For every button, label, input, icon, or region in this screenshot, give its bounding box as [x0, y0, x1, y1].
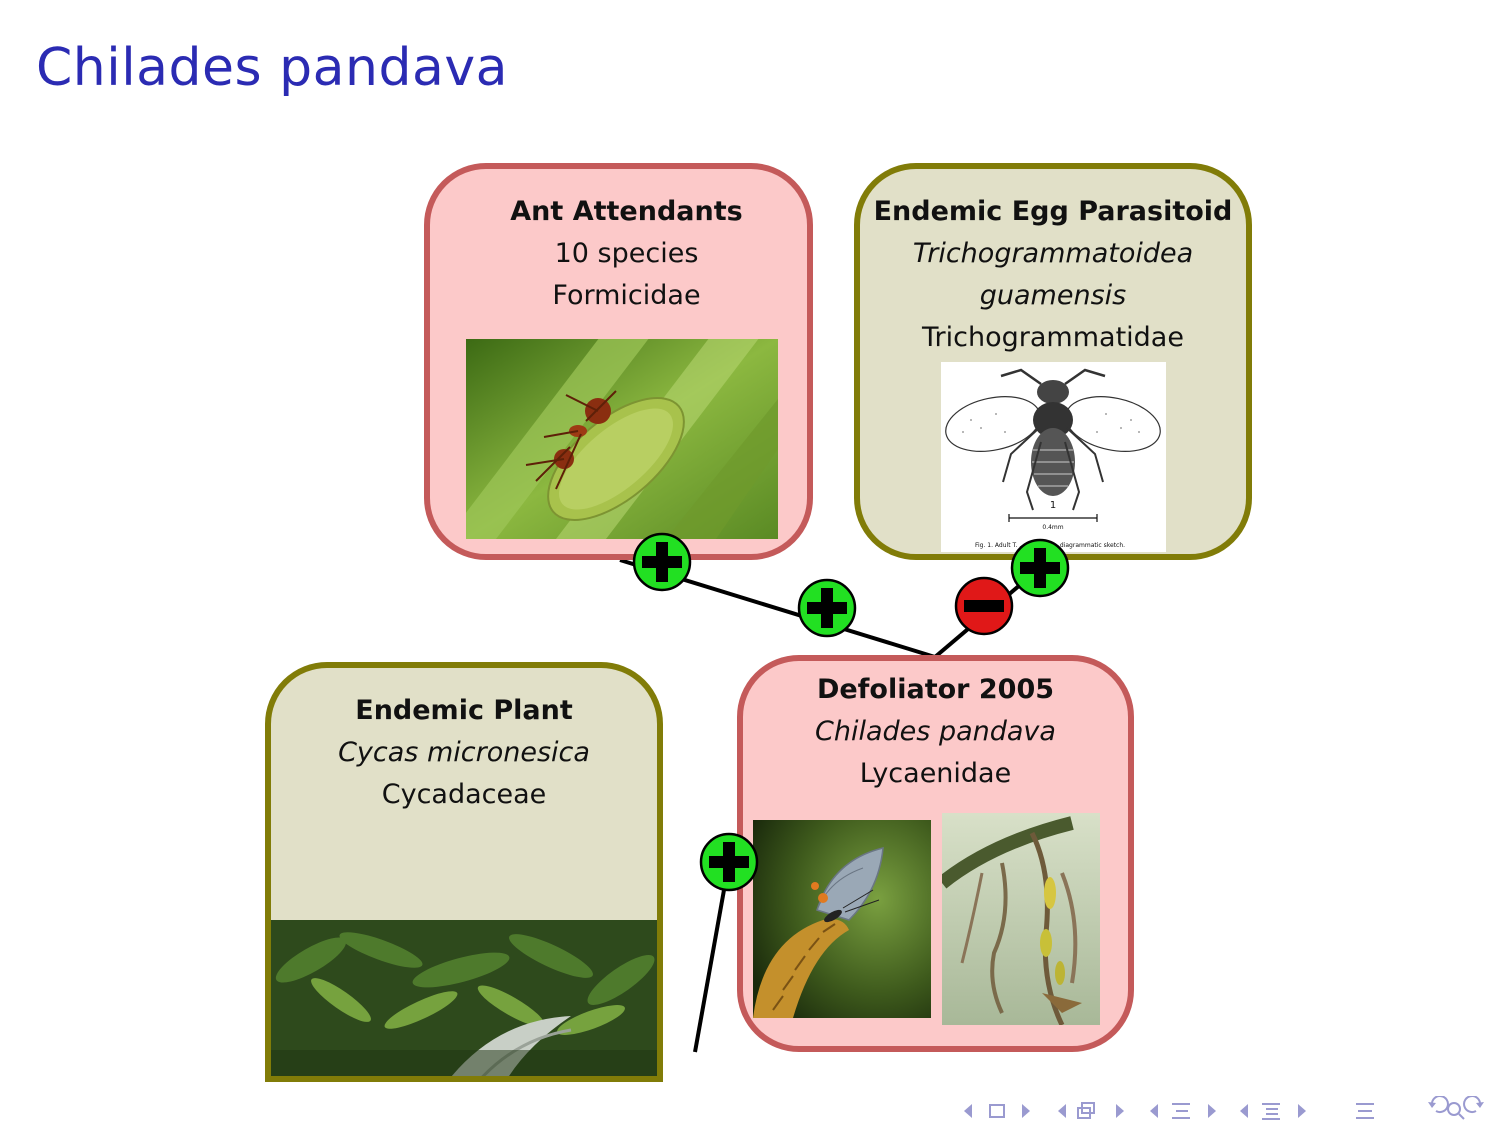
larvae-photo: [942, 813, 1100, 1025]
defoliator-binomial: Chilades pandava: [815, 716, 1056, 747]
nav-right-arrow-icon[interactable]: [1022, 1104, 1030, 1118]
defoliator-family: Lycaenidae: [859, 758, 1012, 789]
figure-caption: Fig. 1. Adult T. ... female, Q, diagramm…: [975, 542, 1125, 549]
nav-left-arrow-icon[interactable]: [964, 1104, 972, 1118]
plant-heading: Endemic Plant: [355, 695, 573, 726]
parasitoid-family: Trichogrammatidae: [922, 322, 1184, 353]
parasitoid-species: guamensis: [979, 280, 1127, 311]
svg-text:+: +: [0, 0, 1, 1]
egg-parasitoid-node: Endemic Egg Parasitoid Trichogrammatoide…: [854, 163, 1252, 560]
beamer-navigation: [960, 1095, 1500, 1126]
plant-text: Endemic Plant Cycas micronesica Cycadace…: [271, 690, 657, 816]
ant-family: Formicidae: [552, 280, 701, 311]
nav-right-arrow-icon[interactable]: [1298, 1104, 1306, 1118]
nav-left-arrow-icon[interactable]: [1150, 1104, 1158, 1118]
redo-icon[interactable]: [1463, 1095, 1484, 1114]
plant-binomial: Cycas micronesica: [338, 737, 590, 768]
ant-heading: Ant Attendants: [510, 196, 743, 227]
cycad-photo: [271, 920, 657, 1076]
figure-scale-label: 1: [1050, 500, 1056, 511]
nav-left-arrow-icon[interactable]: [1058, 1104, 1066, 1118]
svg-text:+: +: [0, 0, 1, 1]
svg-text:+: +: [0, 0, 1, 1]
endemic-plant-node: Endemic Plant Cycas micronesica Cycadace…: [265, 662, 663, 1082]
svg-text:+: +: [0, 0, 1, 1]
plant-family: Cycadaceae: [381, 779, 547, 810]
frame-icon[interactable]: [989, 1104, 1005, 1118]
undo-icon[interactable]: [1428, 1095, 1449, 1114]
parasitoid-to-defoliator-line: [933, 566, 1042, 659]
align-icon[interactable]: [1356, 1103, 1374, 1119]
parasitoid-genus: Trichogrammatoidea: [912, 238, 1194, 269]
search-icon[interactable]: [1447, 1102, 1465, 1120]
defoliator-node: Defoliator 2005 Chilades pandava Lycaeni…: [737, 655, 1134, 1052]
nav-left-arrow-icon[interactable]: [1240, 1104, 1248, 1118]
butterfly-photo: [753, 820, 931, 1018]
ant-to-defoliator-line: [619, 558, 936, 659]
nav-right-arrow-icon[interactable]: [1116, 1104, 1124, 1118]
slide-title: Chilades pandava: [36, 38, 508, 98]
parasitoid-text: Endemic Egg Parasitoid Trichogrammatoide…: [860, 191, 1246, 359]
svg-text:−: −: [0, 0, 1, 1]
ant-count: 10 species: [554, 238, 699, 269]
parasitoid-heading: Endemic Egg Parasitoid: [873, 196, 1233, 227]
plant-to-defoliator-line: [693, 861, 731, 1053]
ant-photo: [466, 339, 778, 539]
defoliator-heading: Defoliator 2005: [816, 674, 1055, 705]
section-icon[interactable]: [1077, 1102, 1095, 1119]
ant-attendants-node: Ant Attendants 10 species Formicidae: [424, 163, 813, 560]
figure-unit-label: 0.4mm: [1042, 524, 1063, 531]
nav-right-arrow-icon[interactable]: [1208, 1104, 1216, 1118]
subsubsection-icon[interactable]: [1262, 1103, 1280, 1120]
parasitoid-drawing: 1 0.4mm Fig. 1. Adult T. ... female, Q, …: [941, 362, 1166, 552]
subsection-icon[interactable]: [1172, 1103, 1190, 1119]
defoliator-text: Defoliator 2005 Chilades pandava Lycaeni…: [743, 669, 1128, 795]
ant-attendants-text: Ant Attendants 10 species Formicidae: [430, 191, 807, 317]
